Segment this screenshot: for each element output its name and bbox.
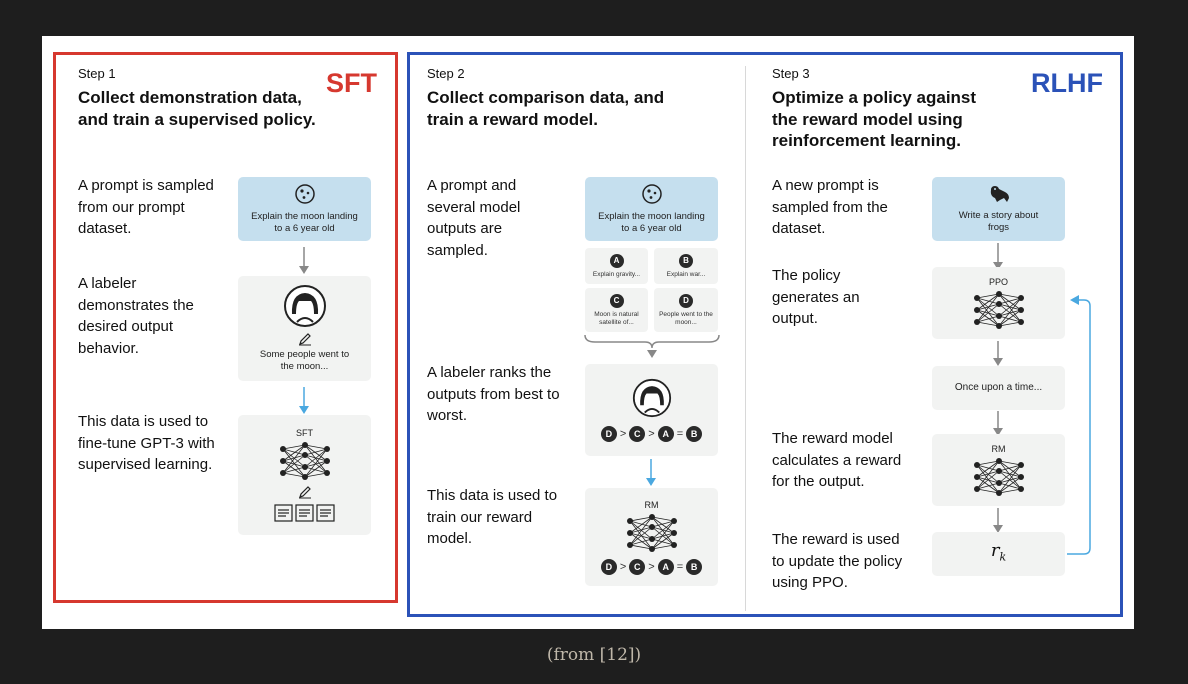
output-text: Moon is natural satellite of... <box>594 310 639 326</box>
arrow-down-icon <box>993 243 1003 270</box>
arrow-down-icon <box>299 387 309 414</box>
step3-output-text: Once upon a time... <box>954 382 1043 393</box>
output-text: Explain war... <box>666 270 706 278</box>
step1-demo-text: Some people went to the moon... <box>259 349 350 372</box>
ranking-labeler: D > C > A = B <box>600 426 703 442</box>
arrow-down-icon <box>993 411 1003 436</box>
rlhf-frame <box>407 52 1123 617</box>
arrow-down-icon <box>646 459 656 486</box>
step1-prompt-box: Explain the moon landing to a 6 year old <box>238 177 371 241</box>
rlhf-tag: RLHF <box>1031 68 1103 98</box>
rank-operator: > <box>648 428 655 440</box>
step3-output-box: Once upon a time... <box>932 366 1065 410</box>
arrow-down-icon <box>299 247 309 274</box>
rank-letter: D <box>600 426 617 442</box>
documents-icon <box>273 504 335 522</box>
output-letter: B <box>679 253 693 268</box>
pencil-icon <box>298 333 311 346</box>
output-letter: A <box>609 253 624 268</box>
rm-model-label: RM <box>991 444 1006 454</box>
ppo-model-label: PPO <box>988 277 1008 287</box>
step3-reward-box: rk <box>932 532 1065 576</box>
step1-sft-model-box: SFT <box>238 415 371 535</box>
bracket-arrow-icon <box>584 334 720 358</box>
step2-prompt-text: Explain the moon landing to a 6 year old <box>598 211 705 234</box>
rank-operator: > <box>648 561 655 573</box>
step3-desc-update: The reward is used to update the policy … <box>772 531 903 591</box>
neural-network-icon <box>626 514 677 552</box>
rlhf-diagram: SFT RLHF Step 1 Collect demonstration da… <box>42 36 1134 629</box>
step1-desc-prompt: A prompt is sampled from our prompt data… <box>78 177 214 237</box>
step3-ppo-box: PPO <box>932 267 1065 339</box>
output-letter: C <box>609 293 624 308</box>
rank-operator: = <box>676 428 684 440</box>
sft-tag: SFT <box>326 68 377 98</box>
output-option-c: C Moon is natural satellite of... <box>585 288 648 332</box>
step2-title: Collect comparison data, and train a rew… <box>427 88 665 129</box>
figure-caption: (from [12]) <box>546 645 642 665</box>
step2-ranking-box: D > C > A = B <box>585 364 718 456</box>
step2-rm-box: RM D > C > A = B <box>585 488 718 586</box>
output-text: People went to the moon... <box>659 310 713 326</box>
rm-model-label: RM <box>644 500 659 510</box>
step1-prompt-text: Explain the moon landing to a 6 year old <box>251 211 358 234</box>
moon-icon <box>641 184 662 204</box>
labeler-avatar-icon <box>283 285 326 327</box>
output-option-b: B Explain war... <box>654 248 718 284</box>
step2-label: Step 2 <box>427 66 465 81</box>
rank-operator: > <box>619 561 627 573</box>
output-option-d: D People went to the moon... <box>654 288 718 332</box>
step2-desc-train: This data is used to train our reward mo… <box>427 487 558 547</box>
step1-desc-labeler: A labeler demonstrates the desired outpu… <box>78 275 194 357</box>
step2-prompt-box: Explain the moon landing to a 6 year old <box>585 177 718 241</box>
step2-desc-sampled: A prompt and several model outputs are s… <box>427 177 521 259</box>
reward-symbol: rk <box>990 539 1007 564</box>
moon-icon <box>294 184 315 204</box>
rank-letter: D <box>600 559 617 575</box>
arrow-down-icon <box>993 508 1003 533</box>
step1-label: Step 1 <box>78 66 116 81</box>
neural-network-icon <box>973 291 1024 329</box>
rank-letter: C <box>629 559 646 575</box>
output-option-a: A Explain gravity... <box>585 248 648 284</box>
step2-desc-ranks: A labeler ranks the outputs from best to… <box>427 364 560 424</box>
step3-title: Optimize a policy against the reward mod… <box>772 88 977 150</box>
rank-letter: B <box>686 559 703 575</box>
step3-prompt-text: Write a story about frogs <box>958 210 1039 233</box>
sft-frame <box>53 52 398 603</box>
neural-network-icon <box>279 442 330 480</box>
step3-rm-box: RM <box>932 434 1065 506</box>
feedback-loop-arrow-icon <box>1067 295 1091 555</box>
ranking-rm: D > C > A = B <box>600 559 703 575</box>
step3-desc-prompt: A new prompt is sampled from the dataset… <box>772 177 888 237</box>
sft-model-label: SFT <box>296 428 313 438</box>
labeler-avatar-icon <box>632 378 671 418</box>
output-text: Explain gravity... <box>592 270 641 278</box>
rank-operator: = <box>676 561 684 573</box>
arrow-down-icon <box>993 341 1003 366</box>
step1-title: Collect demonstration data, and train a … <box>78 88 316 129</box>
rank-letter: C <box>629 426 646 442</box>
step-divider <box>745 66 746 611</box>
step3-desc-policy: The policy generates an output. <box>772 267 860 327</box>
step3-label: Step 3 <box>772 66 810 81</box>
output-letter: D <box>679 293 693 308</box>
rank-letter: B <box>686 426 703 442</box>
neural-network-icon <box>973 458 1024 496</box>
step1-desc-finetune: This data is used to fine-tune GPT-3 wit… <box>78 413 215 473</box>
step3-prompt-box: Write a story about frogs <box>932 177 1065 241</box>
step3-desc-reward-model: The reward model calculates a reward for… <box>772 430 902 490</box>
rank-letter: A <box>657 559 674 575</box>
rank-operator: > <box>619 428 627 440</box>
pencil-icon <box>298 486 311 499</box>
step1-labeler-box: Some people went to the moon... <box>238 276 371 381</box>
rank-letter: A <box>657 426 674 442</box>
frog-icon <box>990 186 1009 202</box>
